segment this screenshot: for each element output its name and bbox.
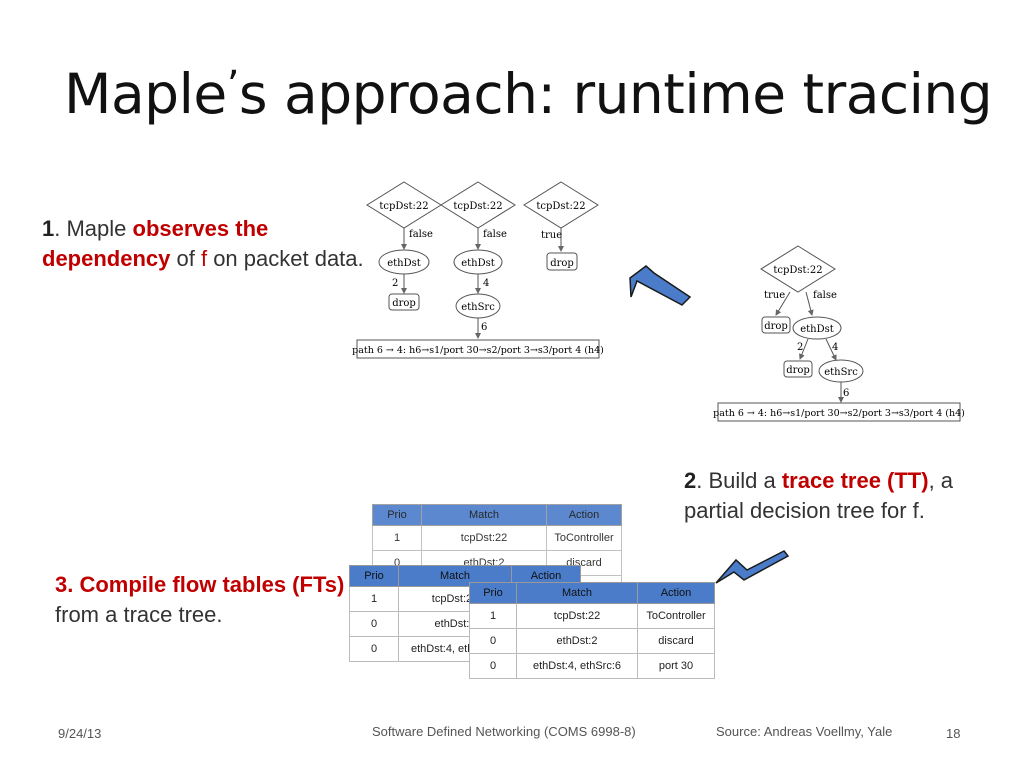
bullet-compile-ft: 3. Compile flow tables (FTs) from a trac… (55, 572, 345, 627)
footer-source: Source: Andreas Voellmy, Yale (716, 724, 893, 739)
t2-4-label: 4 (483, 278, 489, 289)
tt-drop2-label: drop (786, 365, 810, 376)
arrow-to-table (715, 550, 790, 584)
tt-eth-label: ethDst (800, 324, 834, 335)
trace-1 (366, 181, 442, 311)
tt-drop1-label: drop (764, 321, 788, 332)
path-box-left (356, 339, 600, 359)
tt-true-label: true (764, 290, 785, 301)
tt-false-label: false (813, 290, 837, 301)
tt-2-label: 2 (797, 342, 803, 353)
trace-3 (523, 181, 599, 271)
t2-6-label: 6 (481, 322, 487, 333)
tt-6-label: 6 (843, 388, 849, 399)
path-label-left: path 6 → 4: h6→s1/port 30→s2/port 3→s3/p… (352, 345, 604, 356)
tt-src-label: ethSrc (824, 367, 858, 378)
path-label-right: path 6 → 4: h6→s1/port 30→s2/port 3→s3/p… (713, 408, 965, 419)
bullet-observe: 1. Maple observes the dependency of f on… (42, 216, 364, 271)
t2-eth-label: ethDst (461, 258, 495, 269)
t3-drop-label: drop (550, 258, 574, 269)
arrow-to-tree (629, 265, 692, 306)
t1-false-label: false (409, 229, 433, 240)
tt-tcp-label: tcpDst:22 (773, 265, 822, 276)
trace-tree (760, 245, 864, 403)
t1-2-label: 2 (392, 278, 398, 289)
t1-tcp-label: tcpDst:22 (379, 201, 428, 212)
footer-date: 9/24/13 (58, 726, 102, 741)
page-number: 18 (946, 726, 961, 741)
trace-2 (440, 181, 516, 339)
t2-false-label: false (483, 229, 507, 240)
bullet-build-tt: 2. Build a trace tree (TT), a partial de… (684, 468, 954, 523)
slide-title: Maple’s approach: runtime tracing (64, 62, 993, 126)
t3-true-label: true (541, 230, 562, 241)
t3-tcp-label: tcpDst:22 (536, 201, 585, 212)
footer-course: Software Defined Networking (COMS 6998-8… (372, 724, 636, 739)
tt-4-label: 4 (832, 342, 838, 353)
t2-src-label: ethSrc (461, 302, 495, 313)
path-box-right (717, 402, 961, 422)
t1-drop-label: drop (392, 298, 416, 309)
t2-tcp-label: tcpDst:22 (453, 201, 502, 212)
t1-eth-label: ethDst (387, 258, 421, 269)
